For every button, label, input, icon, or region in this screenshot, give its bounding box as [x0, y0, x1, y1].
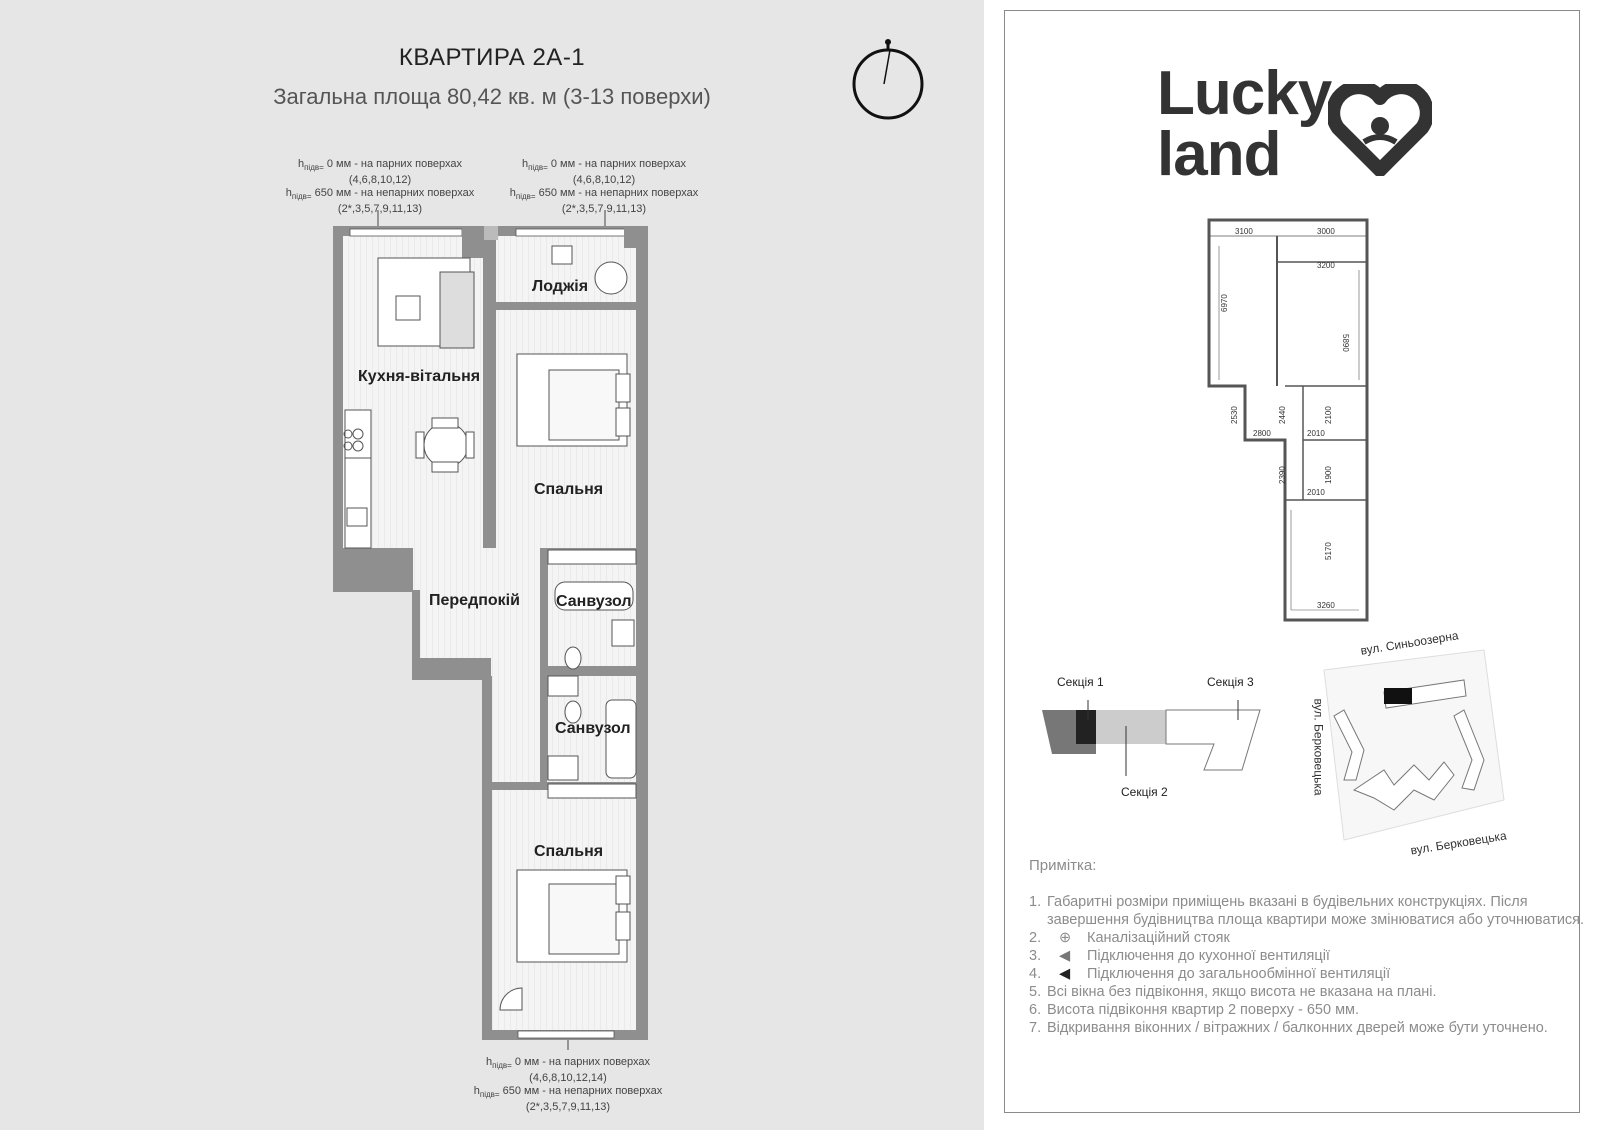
- room-label-loggia: Лоджія: [532, 278, 589, 295]
- sewer-riser-icon: ⊕: [1059, 930, 1072, 946]
- general-vent-icon: ◀: [1059, 966, 1071, 982]
- room-label-kitchen: Кухня-вітальня: [358, 368, 481, 385]
- north-compass-icon: [852, 39, 924, 120]
- dim-1900: 1900: [1324, 466, 1333, 484]
- note-item: 3.◀Підключення до кухонної вентиляції: [1029, 948, 1330, 964]
- heart-logo-icon: [1328, 84, 1432, 176]
- dim-3000: 3000: [1317, 227, 1335, 236]
- dim-3200: 3200: [1317, 261, 1335, 270]
- dim-2440: 2440: [1278, 406, 1287, 424]
- logo-text-lucky: Lucky: [1157, 59, 1332, 128]
- dim-2530: 2530: [1230, 406, 1239, 424]
- apartment-title: КВАРТИРА 2А-1: [398, 44, 586, 71]
- dim-3100: 3100: [1235, 227, 1253, 236]
- dim-2800: 2800: [1253, 429, 1271, 438]
- room-label-bathroom-2: Санвузол: [555, 720, 631, 737]
- kitchen-vent-icon: ◀: [1059, 948, 1071, 964]
- note-item: 4.◀Підключення до загальнообмінної венти…: [1029, 966, 1391, 982]
- note-item: 1.Габаритні розміри приміщень вказані в …: [1029, 894, 1585, 928]
- note-item: 7.Відкривання віконних / вітражних / бал…: [1029, 1020, 1548, 1036]
- section-3-label: Секція 3: [1207, 675, 1254, 689]
- apartment-floor-plan: [333, 210, 648, 1050]
- notes-list: 1.Габаритні розміри приміщень вказані в …: [1029, 893, 1589, 1037]
- note-item: 6.Висота підвіконня квартир 2 поверху - …: [1029, 1002, 1360, 1018]
- window-height-note-1: hпідв= 0 мм - на парних поверхах (4,6,8,…: [285, 158, 475, 216]
- dim-5170: 5170: [1324, 542, 1333, 560]
- street-label-left: вул. Берковецька: [1311, 698, 1326, 796]
- dim-2390: 2390: [1278, 466, 1287, 484]
- mini-plan-dimensions: 3100 3000 3200 6970 5890 2530 2440 2100 …: [1207, 218, 1369, 622]
- dim-6970: 6970: [1220, 294, 1229, 312]
- bathroom1-floor: [547, 558, 636, 666]
- room-label-bedroom-1: Спальня: [534, 481, 604, 498]
- room-label-hallway: Передпокій: [429, 592, 520, 609]
- dim-2100: 2100: [1324, 406, 1333, 424]
- note-item: 5.Всі вікна без підвіконня, якщо висота …: [1029, 984, 1437, 1000]
- dim-2010-b: 2010: [1307, 488, 1325, 497]
- floor-plan-panel: КВАРТИРА 2А-1 Загальна площа 80,42 кв. м…: [273, 39, 924, 1114]
- section-1-label: Секція 1: [1057, 675, 1104, 689]
- note-item: 2.⊕Каналізаційний стояк: [1029, 930, 1230, 946]
- site-map: [1323, 649, 1505, 841]
- room-label-bathroom-1: Санвузол: [556, 593, 632, 610]
- window-height-note-3: hпідв= 0 мм - на парних поверхах (4,6,8,…: [473, 1056, 663, 1114]
- dim-2010-a: 2010: [1307, 429, 1325, 438]
- room-label-bedroom-2: Спальня: [534, 843, 604, 860]
- notes-title: Примітка:: [1029, 857, 1097, 874]
- dim-3260: 3260: [1317, 601, 1335, 610]
- sections-diagram: [1042, 700, 1261, 776]
- logo-text-land: land: [1157, 120, 1281, 189]
- window-height-note-2: hпідв= 0 мм - на парних поверхах (4,6,8,…: [509, 158, 699, 216]
- apartment-area: Загальна площа 80,42 кв. м (3-13 поверхи…: [273, 84, 711, 109]
- dim-5890: 5890: [1341, 334, 1350, 352]
- info-frame: [1004, 10, 1580, 1113]
- section-2-label: Секція 2: [1121, 785, 1168, 799]
